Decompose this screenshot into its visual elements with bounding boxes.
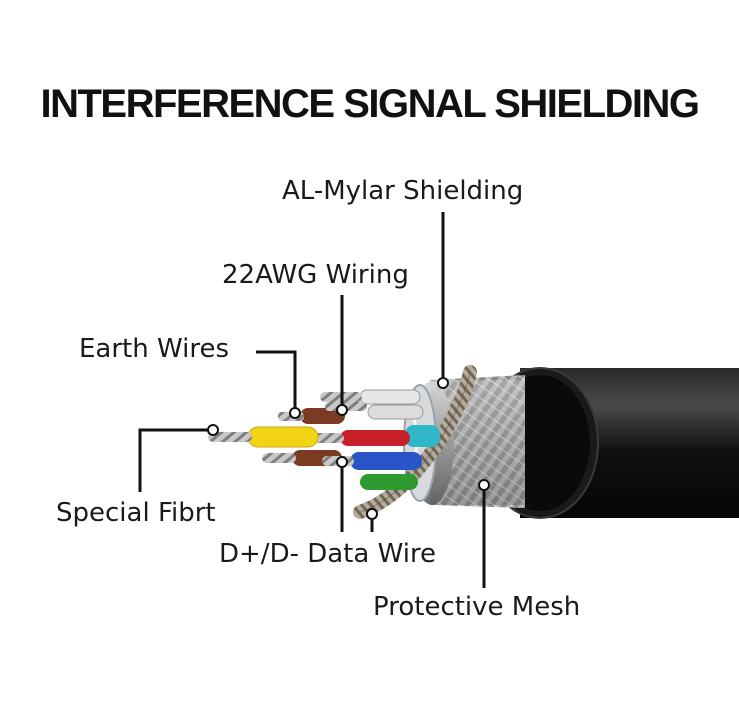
label-22awg-wiring: 22AWG Wiring — [222, 260, 409, 290]
page-title: INTERFERENCE SIGNAL SHIELDING — [40, 82, 700, 126]
leader-lines — [138, 212, 486, 588]
inner-wires — [208, 389, 440, 490]
label-earth-wires: Earth Wires — [79, 334, 230, 364]
leader-dots — [207, 377, 490, 520]
leader-special-fibrt — [138, 428, 213, 492]
leader-earth-wires — [256, 350, 297, 413]
label-data-wire: D+/D- Data Wire — [219, 539, 437, 569]
label-special-fibrt: Special Fibrt — [56, 498, 216, 528]
label-al-mylar-shielding: AL-Mylar Shielding — [282, 176, 524, 206]
braided-drain-wire — [353, 365, 477, 519]
label-protective-mesh: Protective Mesh — [373, 592, 581, 622]
